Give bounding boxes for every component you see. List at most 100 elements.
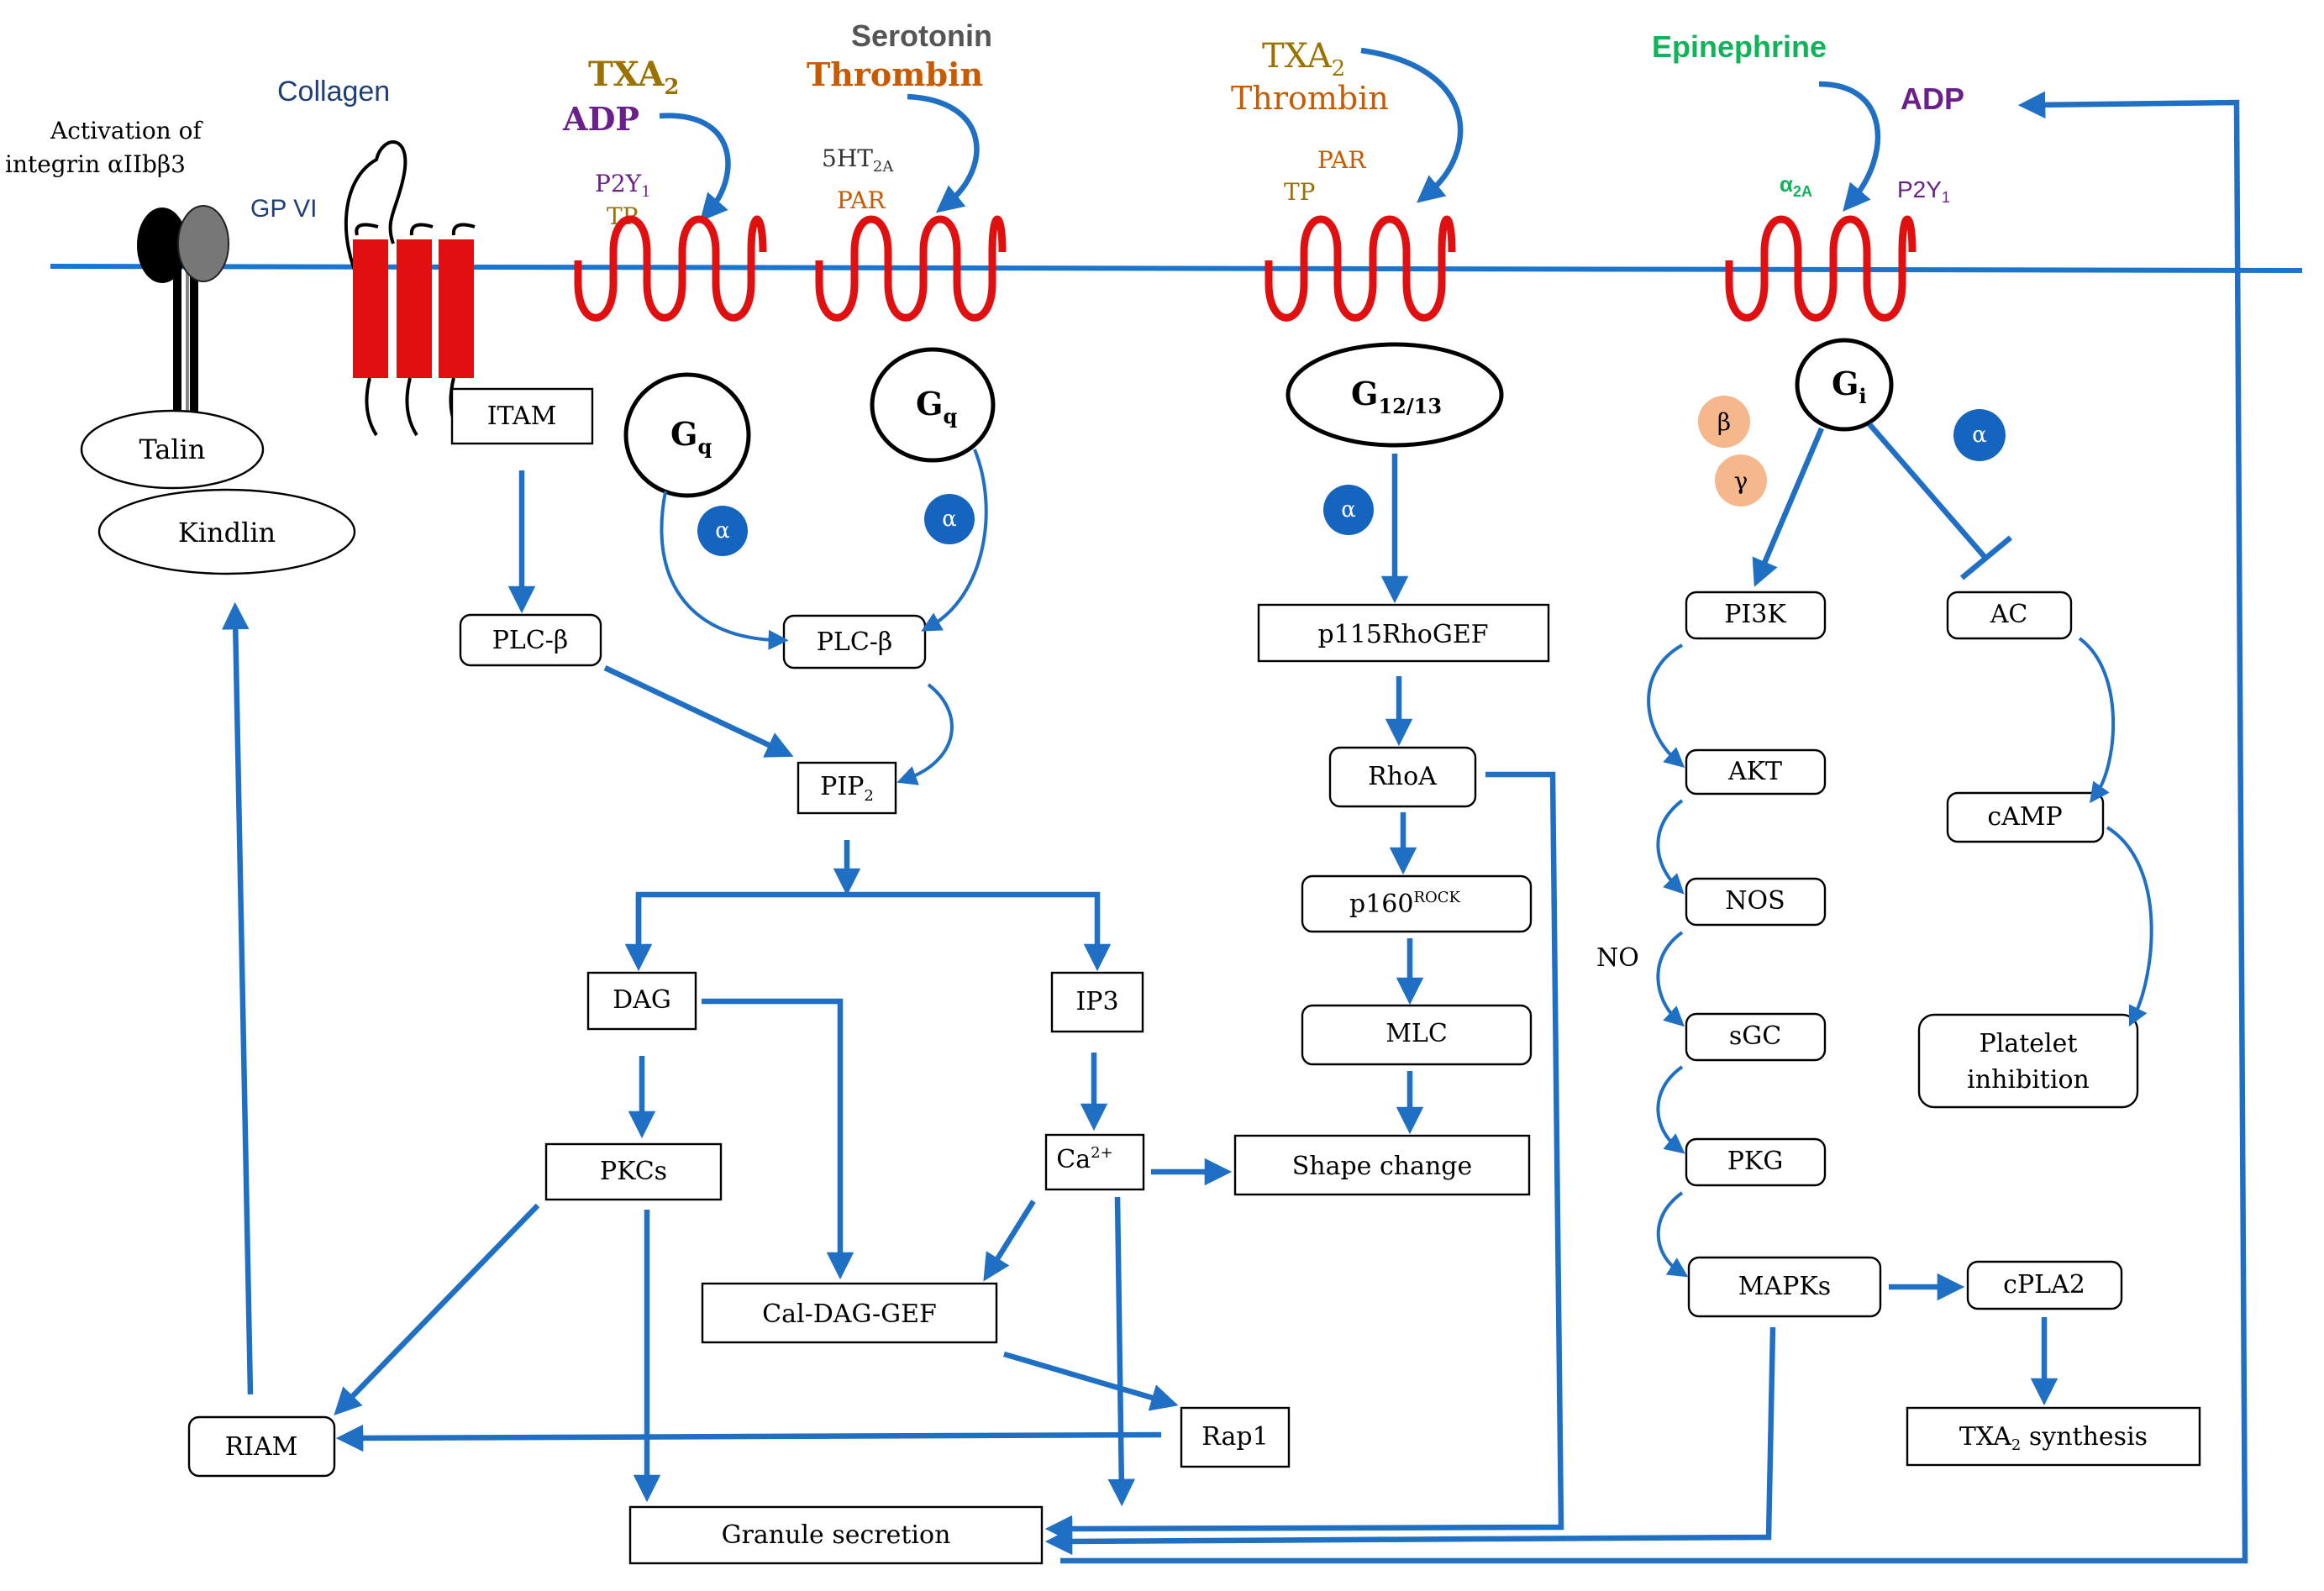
shape-change-node xyxy=(1233,1134,1531,1196)
p2y1-label-2: P2Y1 xyxy=(1897,176,1950,206)
arrow-ca-granule xyxy=(1107,1196,1136,1507)
pathway-arrows xyxy=(222,91,2248,1564)
alpha-label-4: α xyxy=(1972,423,1987,448)
caldag-gef-label: Cal-DAG-GEF xyxy=(762,1300,937,1329)
beta-label: β xyxy=(1717,408,1731,436)
gq-protein-1 xyxy=(623,372,751,498)
arrow-pi3k-akt xyxy=(1647,643,1685,768)
gi-protein xyxy=(1795,338,1894,432)
inhibit-bar-ac xyxy=(1959,535,2013,580)
thrombin-ligand-2: Thrombin xyxy=(1231,80,1389,117)
ca-node xyxy=(1044,1133,1145,1191)
arrow-mapks-granule xyxy=(1044,1326,1776,1556)
arrow-ac-camp xyxy=(2078,637,2116,804)
talin-node xyxy=(80,409,265,490)
dag-node xyxy=(586,971,697,1031)
camp-label: cAMP xyxy=(1987,802,2062,832)
alpha-subunit-2 xyxy=(924,494,975,544)
ac-label: AC xyxy=(1990,600,2028,629)
arrow-rhoa-granule xyxy=(1044,771,1564,1543)
arrow-riam-kindlin xyxy=(222,601,254,1395)
txa2-ligand-2: TXA2 xyxy=(1262,37,1345,81)
cpla2-label: cPLA2 xyxy=(2003,1270,2085,1300)
alpha-label-3: α xyxy=(1341,497,1356,522)
gpvi-receptor xyxy=(353,223,476,437)
arrow-ca-caldag xyxy=(983,1200,1036,1282)
adp-ligand-2: ADP xyxy=(1901,81,1964,116)
p115rhogef-node xyxy=(1257,603,1550,663)
arrow-gi-pi3k xyxy=(1752,427,1824,587)
kindlin-node xyxy=(97,488,356,575)
camp-node xyxy=(1946,791,2105,843)
pkcs-label: PKCs xyxy=(600,1157,667,1186)
pi3k-node xyxy=(1685,591,1827,640)
arrow-caldag-rap1 xyxy=(1003,1351,1179,1411)
gq-label-1: Gq xyxy=(670,415,712,459)
arrow-pip2-dag xyxy=(635,891,1112,972)
kindlin-label: Kindlin xyxy=(178,517,276,549)
ligand-arrow-2 xyxy=(907,93,980,213)
pkcs-node xyxy=(544,1142,723,1201)
5ht2a-label: 5HT2A xyxy=(822,144,894,176)
arrow-camp-inhibition xyxy=(2106,826,2153,1027)
ac-node xyxy=(1946,591,2073,640)
arrow-sgc-pkg xyxy=(1656,1065,1685,1154)
arrow-feedback-adp xyxy=(1060,91,2248,1564)
arrow-gq2-plcb xyxy=(921,449,988,632)
itam-label: ITAM xyxy=(487,402,557,431)
ip3-node xyxy=(1050,971,1144,1033)
plcb-label-2: PLC-β xyxy=(817,627,893,657)
pip2-label: PIP2 xyxy=(820,772,874,805)
caldag-gef-node xyxy=(701,1282,998,1344)
talin-label: Talin xyxy=(139,433,205,465)
epinephrine-ligand: Epinephrine xyxy=(1652,29,1827,64)
tp-label-2: TP xyxy=(1284,178,1316,206)
p115rhogef-label: p115RhoGEF xyxy=(1317,620,1488,649)
arrow-rap1-riam xyxy=(335,1424,1162,1452)
ca-label: Ca2+ xyxy=(1056,1144,1112,1174)
gpcr-receptor-1 xyxy=(574,215,767,322)
plcb-label-1: PLC-β xyxy=(492,626,569,655)
akt-label: AKT xyxy=(1727,757,1782,786)
txa2-synthesis-label: TXA2 synthesis xyxy=(1959,1422,2148,1454)
itam-node xyxy=(450,387,594,445)
gi-label: Gi xyxy=(1832,365,1867,408)
cpla2-node xyxy=(1966,1260,2123,1310)
arrow-gq1-plcb xyxy=(660,491,789,650)
adp-ligand-1: ADP xyxy=(562,100,639,138)
gq-protein-2 xyxy=(870,347,996,463)
pkg-label: PKG xyxy=(1727,1147,1784,1176)
mapks-node xyxy=(1687,1256,1882,1318)
p160rock-label: p160ROCK xyxy=(1349,889,1461,919)
collagen-label: Collagen xyxy=(277,76,390,108)
nos-node xyxy=(1685,877,1827,927)
platelet-inhibition-label-1: Platelet xyxy=(1980,1029,2078,1058)
integrin-label-line2: integrin αIIbβ3 xyxy=(5,150,186,178)
gpcr-receptor-3 xyxy=(1265,215,1456,322)
serotonin-ligand: Serotonin xyxy=(851,18,992,53)
granule-secretion-label: Granule secretion xyxy=(722,1520,951,1550)
alpha-label-1: α xyxy=(715,518,730,543)
riam-label: RIAM xyxy=(225,1432,298,1462)
beta-subunit xyxy=(1698,396,1750,448)
rhoa-label: RhoA xyxy=(1368,762,1437,791)
alpha-subunit-4 xyxy=(1953,409,2006,461)
alpha2a-label: α2A xyxy=(1780,171,1812,200)
sgc-label: sGC xyxy=(1729,1021,1781,1051)
alpha-subunit-1 xyxy=(697,506,748,556)
integrin-receptor xyxy=(137,205,229,412)
ligand-arrow-3 xyxy=(1360,47,1464,203)
alpha-subunit-3 xyxy=(1323,485,1374,535)
inhibit-gi-ac xyxy=(1867,422,1988,560)
gamma-subunit xyxy=(1715,454,1767,507)
pip2-node xyxy=(797,761,897,815)
mlc-node xyxy=(1301,1004,1533,1066)
nos-label: NOS xyxy=(1725,886,1785,916)
p160rock-node xyxy=(1301,874,1533,933)
ligand-arrow-1 xyxy=(659,113,731,222)
arrow-plcb-pip2-curve xyxy=(896,683,954,785)
platelet-inhibition-label-2: inhibition xyxy=(1967,1065,2090,1095)
mapks-label: MAPKs xyxy=(1738,1272,1831,1301)
